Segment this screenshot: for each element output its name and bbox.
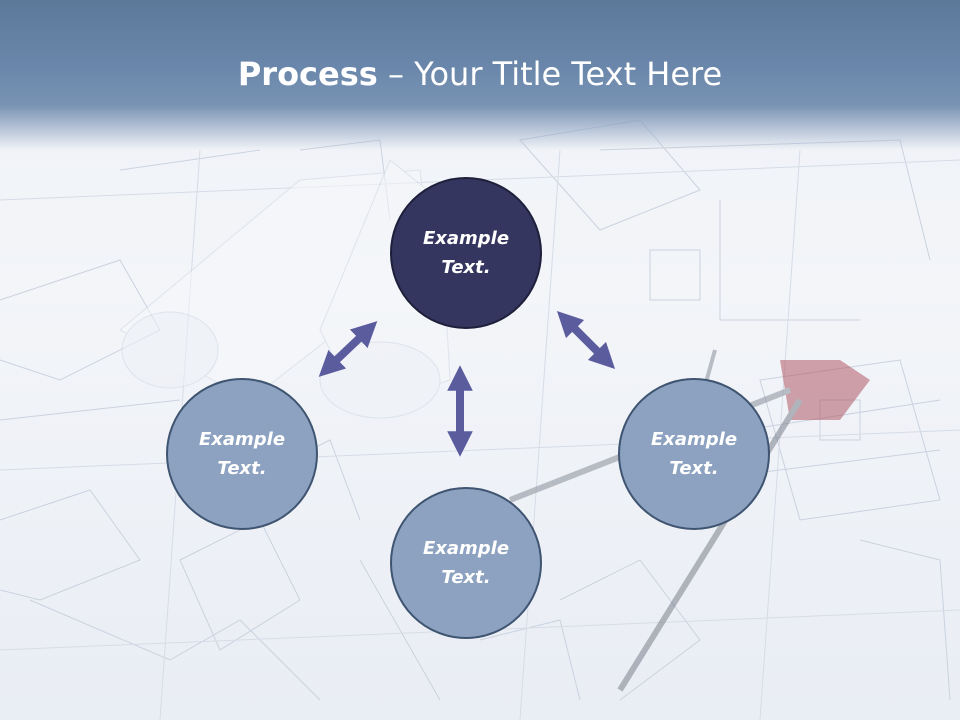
slide-title: Process – Your Title Text Here bbox=[0, 52, 960, 96]
arrow-top-right bbox=[556, 310, 616, 370]
process-node-top: Example Text. bbox=[390, 177, 542, 329]
title-rest: – Your Title Text Here bbox=[377, 55, 723, 93]
process-node-left: Example Text. bbox=[166, 378, 318, 530]
arrow-top-left bbox=[318, 321, 378, 377]
title-strong: Process bbox=[237, 55, 378, 93]
process-node-bottom: Example Text. bbox=[390, 487, 542, 639]
process-node-right: Example Text. bbox=[618, 378, 770, 530]
title-bar bbox=[0, 0, 960, 150]
